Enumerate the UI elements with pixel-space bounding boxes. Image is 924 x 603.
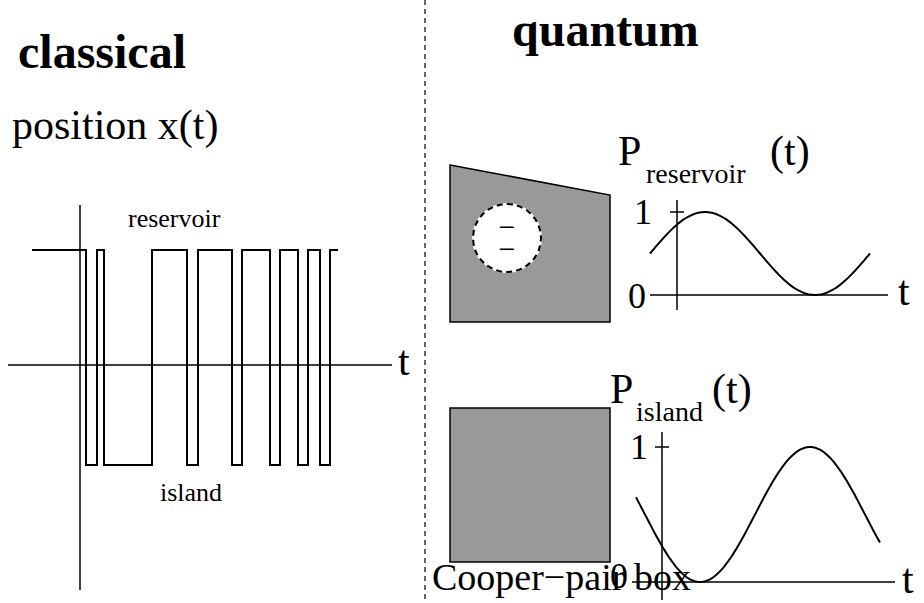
y-axis (79, 205, 81, 590)
axis-title: position x(t) (12, 104, 219, 146)
level-label: island (160, 480, 222, 506)
axis-label: t (902, 558, 914, 600)
axis-label: t (898, 270, 910, 312)
telegraph-signal (32, 250, 338, 465)
island-electrode (450, 408, 610, 562)
axis-title: (t) (770, 130, 810, 172)
tick-label: 1 (630, 429, 648, 465)
t-axis (8, 364, 392, 366)
tick (655, 446, 669, 448)
level-label: reservoir (128, 206, 220, 232)
tick-label: 1 (634, 194, 652, 230)
axis-label: t (398, 340, 410, 382)
reservoir-electrode (450, 165, 610, 322)
cooper-pair-charge: − − (497, 216, 518, 261)
divider-line (424, 0, 425, 603)
panel-title: quantum (512, 6, 699, 54)
caption-label: Cooper−pair box (432, 558, 691, 596)
charge-circle: − − (472, 203, 542, 273)
tick (670, 211, 684, 213)
axis-title: P (618, 130, 641, 172)
t-axis (650, 294, 888, 296)
tick-label: 0 (628, 278, 646, 314)
subscript: reservoir (646, 160, 746, 188)
subscript: island (636, 398, 703, 426)
axis-title: (t) (712, 368, 752, 410)
y-axis (676, 200, 678, 310)
panel-title: classical (18, 28, 186, 76)
probability-curve (650, 212, 870, 295)
axis-title: P (610, 368, 633, 410)
